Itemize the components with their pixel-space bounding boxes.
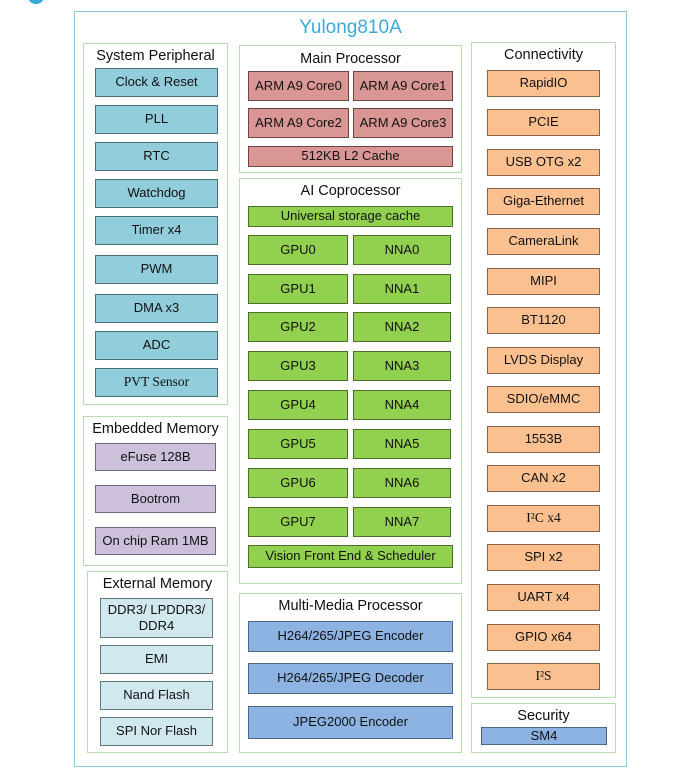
i2c-block: I²C x4 [487, 505, 600, 532]
connectivity-title: Connectivity [504, 47, 583, 63]
vision-scheduler-block: Vision Front End & Scheduler [248, 545, 453, 568]
system-peripheral-title: System Peripheral [96, 48, 215, 64]
gpu4-block: GPU4 [248, 390, 348, 420]
gpio-block: GPIO x64 [487, 624, 600, 651]
clock-reset-block: Clock & Reset [95, 68, 218, 97]
watchdog-block: Watchdog [95, 179, 218, 208]
cameralink-block: CameraLink [487, 228, 600, 255]
chip-title: Yulong810A [299, 17, 402, 38]
usb-otg-block: USB OTG x2 [487, 149, 600, 176]
onchip-ram-block: On chip Ram 1MB [95, 527, 216, 555]
arm-core1-block: ARM A9 Core1 [353, 71, 453, 101]
nna3-block: NNA3 [353, 351, 451, 381]
chip-boundary: Yulong810A [74, 11, 627, 767]
pwm-block: PWM [95, 255, 218, 284]
h264-encoder-block: H264/265/JPEG Encoder [248, 621, 453, 652]
gpu7-block: GPU7 [248, 507, 348, 537]
l2-cache-block: 512KB L2 Cache [248, 146, 453, 167]
mipi-block: MIPI [487, 268, 600, 295]
i2s-block: I²S [487, 663, 600, 690]
nand-flash-block: Nand Flash [100, 681, 213, 710]
nna4-block: NNA4 [353, 390, 451, 420]
rapidio-block: RapidIO [487, 70, 600, 97]
adc-block: ADC [95, 331, 218, 360]
gpu6-block: GPU6 [248, 468, 348, 498]
gpu1-block: GPU1 [248, 274, 348, 304]
pll-block: PLL [95, 105, 218, 134]
bt1120-block: BT1120 [487, 307, 600, 334]
arm-core3-block: ARM A9 Core3 [353, 108, 453, 138]
can-block: CAN x2 [487, 465, 600, 492]
sdio-emmc-block: SDIO/eMMC [487, 386, 600, 413]
spi-nor-flash-block: SPI Nor Flash [100, 717, 213, 746]
multimedia-processor-title: Multi-Media Processor [278, 598, 423, 614]
rtc-block: RTC [95, 142, 218, 171]
ddr-block: DDR3/ LPDDR3/ DDR4 [100, 598, 213, 638]
1553b-block: 1553B [487, 426, 600, 453]
ai-coprocessor-title: AI Coprocessor [300, 183, 401, 199]
nna7-block: NNA7 [353, 507, 451, 537]
arm-core0-block: ARM A9 Core0 [248, 71, 349, 101]
bootrom-block: Bootrom [95, 485, 216, 513]
pcie-block: PCIE [487, 109, 600, 136]
sm4-block: SM4 [481, 727, 607, 745]
gpu2-block: GPU2 [248, 312, 348, 342]
dma-block: DMA x3 [95, 294, 218, 323]
gpu0-block: GPU0 [248, 235, 348, 265]
nna1-block: NNA1 [353, 274, 451, 304]
giga-ethernet-block: Giga-Ethernet [487, 188, 600, 215]
security-title: Security [517, 708, 570, 724]
decorative-corner-arc [28, 0, 44, 4]
emi-block: EMI [100, 645, 213, 674]
lvds-display-block: LVDS Display [487, 347, 600, 374]
arm-core2-block: ARM A9 Core2 [248, 108, 349, 138]
uart-block: UART x4 [487, 584, 600, 611]
main-processor-title: Main Processor [300, 51, 401, 67]
embedded-memory-title: Embedded Memory [92, 421, 219, 437]
spi-block: SPI x2 [487, 544, 600, 571]
nna6-block: NNA6 [353, 468, 451, 498]
nna0-block: NNA0 [353, 235, 451, 265]
h264-decoder-block: H264/265/JPEG Decoder [248, 663, 453, 694]
universal-storage-cache-block: Universal storage cache [248, 206, 453, 227]
timer-block: Timer x4 [95, 216, 218, 245]
gpu5-block: GPU5 [248, 429, 348, 459]
gpu3-block: GPU3 [248, 351, 348, 381]
pvt-sensor-block: PVT Sensor [95, 368, 218, 397]
efuse-block: eFuse 128B [95, 443, 216, 471]
nna5-block: NNA5 [353, 429, 451, 459]
jpeg2000-encoder-block: JPEG2000 Encoder [248, 706, 453, 739]
external-memory-title: External Memory [102, 576, 213, 592]
nna2-block: NNA2 [353, 312, 451, 342]
